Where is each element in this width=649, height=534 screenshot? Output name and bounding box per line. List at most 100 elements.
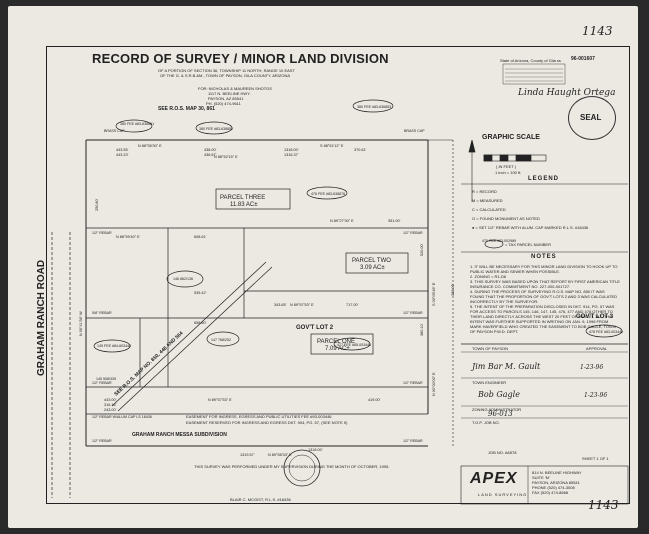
company-addr-2: SUITE 'M' [532, 475, 550, 480]
approval-date-2: 1-23-96 [584, 392, 608, 399]
bearing-4: N 88°59'40" E [116, 235, 140, 239]
company-addr-5: FAX (520) 474-8668 [532, 490, 569, 495]
note-5: 5. THE INTENT OF THE PREPARATION DISCLOS… [470, 304, 616, 334]
surveyor-name: BLAIR C. MCGIST, R.L.S. #18436 [230, 497, 291, 502]
tax-parcel-380b: 380 FEE #83-638852 [199, 127, 233, 131]
approval-header-left: TOWN OF PAYSON [472, 346, 509, 351]
company-sub: LAND SURVEYING [478, 492, 528, 497]
monument-2: BRASS CAP [404, 129, 425, 133]
map-ref-diag: SEE R.O.S. MAP NO. 850, 448 AND 564 [113, 330, 184, 397]
distance-9: 608.61' [194, 235, 207, 239]
parcel-two-name: PARCEL TWO [352, 258, 391, 264]
company-addr-1: 814 N. BEELINE HIGHWAY [532, 470, 582, 475]
distance-1: 443.55' [116, 148, 129, 152]
easement-notes: EASEMENT FOR INGRESS, EGRESS AND PUBLIC … [186, 414, 348, 425]
bearing-labels: N 88°52'15" E N 88°55'30" E S 88°51'12" … [79, 144, 436, 457]
tax-parcel-146: 146 862/136 [173, 277, 193, 281]
notes-list: 1. IT WILL BE NECESSARY FOR THIS MINOR L… [470, 264, 620, 334]
title-subline-1: OF A PORTION OF SECTION 36, TOWNSHIP 11 … [158, 68, 295, 73]
easement-note-1: EASEMENT FOR INGRESS, EGRESS AND PUBLIC … [186, 414, 332, 419]
survey-paper: 1143 1143 RECORD OF SURVEY / MINOR LAND … [8, 6, 638, 528]
survey-title: RECORD OF SURVEY / MINOR LAND DIVISION [92, 51, 389, 66]
distance-16: 419.00' [368, 398, 381, 402]
client-line-4: PH. (520) 474-9611 [206, 101, 241, 106]
bearing-3: S 88°51'12" E [320, 144, 344, 148]
road-label: GRAHAM RANCH ROAD [36, 260, 47, 376]
tax-parcel-145a: 145 FEE #84-603444 [97, 344, 131, 348]
distance-6: 1316.37' [284, 153, 299, 157]
tax-parcel-380a: 380 FEE #83-636851 [120, 122, 154, 126]
survey-map-svg: PARCEL THREE 11.83 AC± PARCEL TWO 3.09 A… [36, 63, 629, 505]
subdivision-label: GRAHAM RANCH MESSA SUBDIVISION [132, 432, 227, 438]
county-seal [568, 96, 616, 140]
distance-4: 436.67' [204, 153, 217, 157]
parcel-one-area: 7.09 AC± [325, 346, 350, 352]
tax-parcel-470: 470 FEE #83-002989 [482, 239, 516, 243]
parcel-three-name: PARCEL THREE [220, 195, 265, 201]
job-number: JOB NO. A6578 [488, 450, 517, 455]
parcel-labels: PARCEL THREE 11.83 AC± PARCEL TWO 3.09 A… [220, 195, 614, 352]
distance-21: 520.00' [420, 243, 424, 256]
recorder-line: State of Arizona, County of Gila ss [500, 58, 561, 63]
tax-parcel-labels: 380 FEE #83-636851 380 FEE #83-638852 38… [96, 105, 623, 381]
distance-15: 1318.00' [308, 448, 323, 452]
distance-17: 443.00' [104, 398, 117, 402]
tax-parcel-478: 478 FEE #83-003449 [589, 330, 623, 334]
monument-10: 1/2" REBAR [403, 439, 423, 443]
distance-5: 1318.00' [284, 148, 299, 152]
tax-parcel-380c: 380 FEE #83-636853 [357, 105, 391, 109]
recorder-stamp-no: 96-001607 [571, 56, 595, 62]
bearing-7: N 89°57'53" E [208, 398, 232, 402]
distance-18: 316.16' [104, 403, 117, 407]
distance-7: 370.61' [354, 148, 367, 152]
recorder-signature: Linda Haught Ortega [518, 88, 616, 98]
legend-item-4: O = FOUND MONUMENT AS NOTED [472, 216, 540, 221]
bearing-8: N 89°58'33" E [268, 453, 292, 457]
approval-role-2: ZONING ADMINISTRATOR [472, 407, 522, 412]
lot3-label: GOV'T LOT 3 [576, 314, 614, 320]
legend-item-2: M = MEASURED [472, 198, 503, 203]
monument-8: 1/2" REBAR [403, 381, 423, 385]
bearing-11: N 00°00'00" E [432, 372, 436, 396]
sheet-count: SHEET 1 OF 1 [582, 456, 609, 461]
bearing-5: N 89°27'30" E [330, 219, 354, 223]
surveyor-statement: THIS SURVEY WAS PERFORMED UNDER MY SUPER… [194, 464, 389, 469]
client-line-2: 1117 N. BEELINE HWY. [208, 91, 251, 96]
company-addr-4: PHONE (520) 474-3008 [532, 485, 575, 490]
distance-8: 351.00' [388, 219, 401, 223]
bearing-10: S 00°05'46" E [432, 282, 436, 306]
graphic-scale-units: ( IN FEET ) [496, 164, 517, 169]
sheet-number-top: 1143 [582, 24, 613, 38]
distance-23: 328.00' [451, 283, 455, 296]
note-2: 2. ZONING = R1-D6 [470, 274, 507, 279]
title-subline-2: OF THE G. & S.R.B.&M., TOWN OF PAYSON, G… [160, 73, 291, 78]
seal-text: SEAL [580, 113, 602, 122]
tax-parcel-147: 147 768/252 [211, 338, 231, 342]
client-line-1: FOR: NICHOLAS & MAUREEN SHOTOS [198, 86, 272, 91]
company-addr-3: PAYSON, ARIZONA 85541 [532, 480, 580, 485]
monument-7: 1/2" REBAR [92, 381, 112, 385]
note-4: 4. DURING THE PROCESS OF SURVEYING R.O.S… [470, 289, 618, 304]
bearing-6: N 89°57'53" E [290, 303, 314, 307]
parcel-one-name: PARCEL ONE [317, 339, 355, 345]
monument-notes: BRASS CAP BRASS CAP 1/2" REBAR 1/2" REBA… [92, 129, 425, 443]
parcel-two-area: 3.09 AC± [360, 265, 385, 271]
approval-signature-1: Jim Bar M. Gault [472, 362, 541, 371]
tax-parcel-476: 476 FEE #83-638876 [311, 192, 345, 196]
tax-parcel-145b: 145 508/339 [96, 377, 116, 381]
distance-20: 250.80' [95, 198, 99, 211]
distance-10: 535.42' [194, 291, 207, 295]
distance-2: 443.23' [116, 153, 129, 157]
survey-sheet-border [46, 46, 630, 504]
monument-5: 5/8" REBAR [92, 311, 112, 315]
distance-19: 243.00' [104, 408, 117, 412]
distance-3: 438.00' [204, 148, 217, 152]
distance-11: 343.65' [274, 303, 287, 307]
monument-1: BRASS CAP [104, 129, 125, 133]
distance-13: 658.60' [194, 321, 207, 325]
company-address: 814 N. BEELINE HIGHWAY SUITE 'M' PAYSON,… [532, 470, 582, 495]
notes-title: NOTES [531, 254, 557, 260]
approval-tdp-label: T.O.P. JOB NO. [472, 420, 500, 425]
note-1: 1. IT WILL BE NECESSARY FOR THIS MINOR L… [470, 264, 618, 274]
